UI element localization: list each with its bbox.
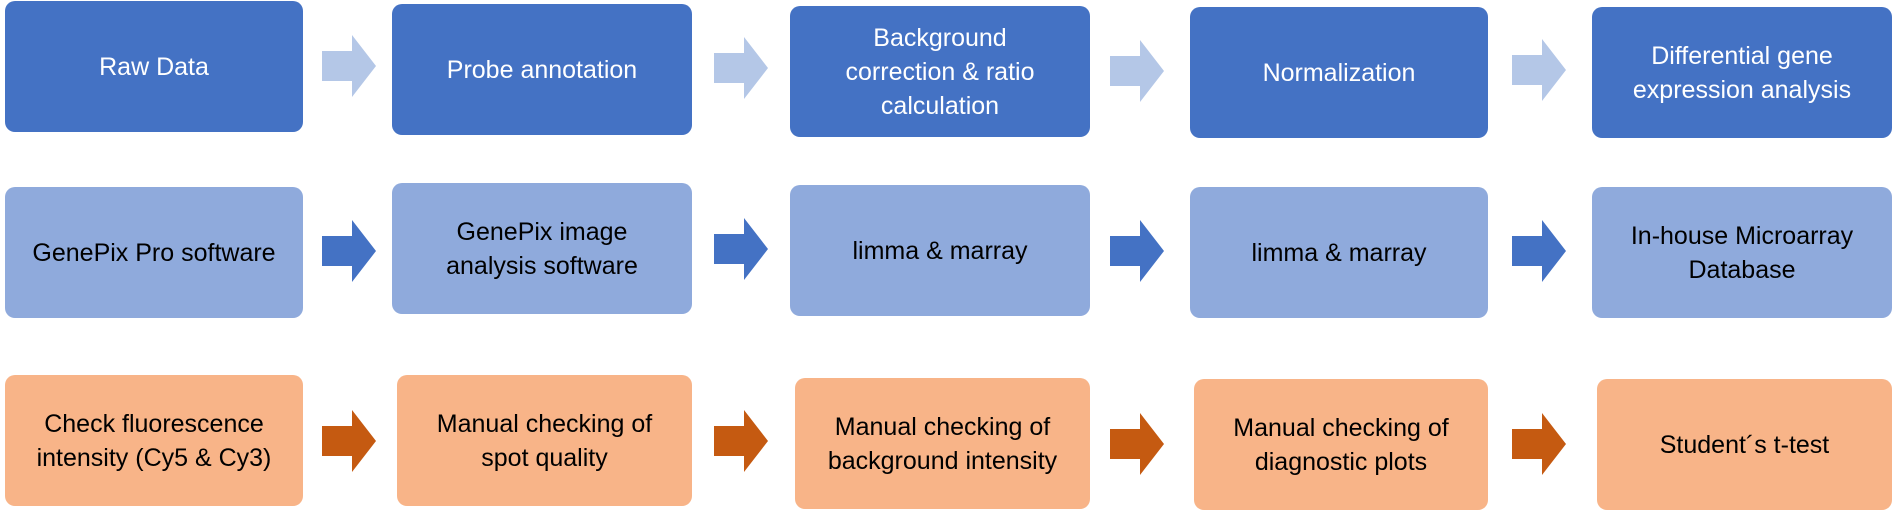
step-differential-expression: Differential gene expression analysis	[1592, 7, 1892, 138]
arrow-right-icon	[714, 410, 768, 472]
tool-genepix-image: GenePix image analysis software	[392, 183, 692, 314]
arrow-right-icon	[714, 37, 768, 99]
arrow-right-icon	[1110, 40, 1164, 102]
check-students-t-test: Student´s t-test	[1597, 379, 1892, 510]
tool-limma-marray-1: limma & marray	[790, 185, 1090, 316]
step-raw-data: Raw Data	[5, 1, 303, 132]
tool-genepix-pro: GenePix Pro software	[5, 187, 303, 318]
arrow-right-icon	[1110, 413, 1164, 475]
step-background-correction: Background correction & ratio calculatio…	[790, 6, 1090, 137]
check-spot-quality: Manual checking of spot quality	[397, 375, 692, 506]
arrow-right-icon	[1512, 413, 1566, 475]
check-fluorescence: Check fluorescence intensity (Cy5 & Cy3)	[5, 375, 303, 506]
arrow-right-icon	[322, 410, 376, 472]
arrow-right-icon	[1110, 220, 1164, 282]
check-background-intensity: Manual checking of background intensity	[795, 378, 1090, 509]
tool-limma-marray-2: limma & marray	[1190, 187, 1488, 318]
arrow-right-icon	[714, 218, 768, 280]
arrow-right-icon	[1512, 39, 1566, 101]
arrow-right-icon	[322, 220, 376, 282]
tool-inhouse-database: In-house Microarray Database	[1592, 187, 1892, 318]
arrow-right-icon	[322, 35, 376, 97]
step-normalization: Normalization	[1190, 7, 1488, 138]
step-probe-annotation: Probe annotation	[392, 4, 692, 135]
arrow-right-icon	[1512, 220, 1566, 282]
check-diagnostic-plots: Manual checking of diagnostic plots	[1194, 379, 1488, 510]
